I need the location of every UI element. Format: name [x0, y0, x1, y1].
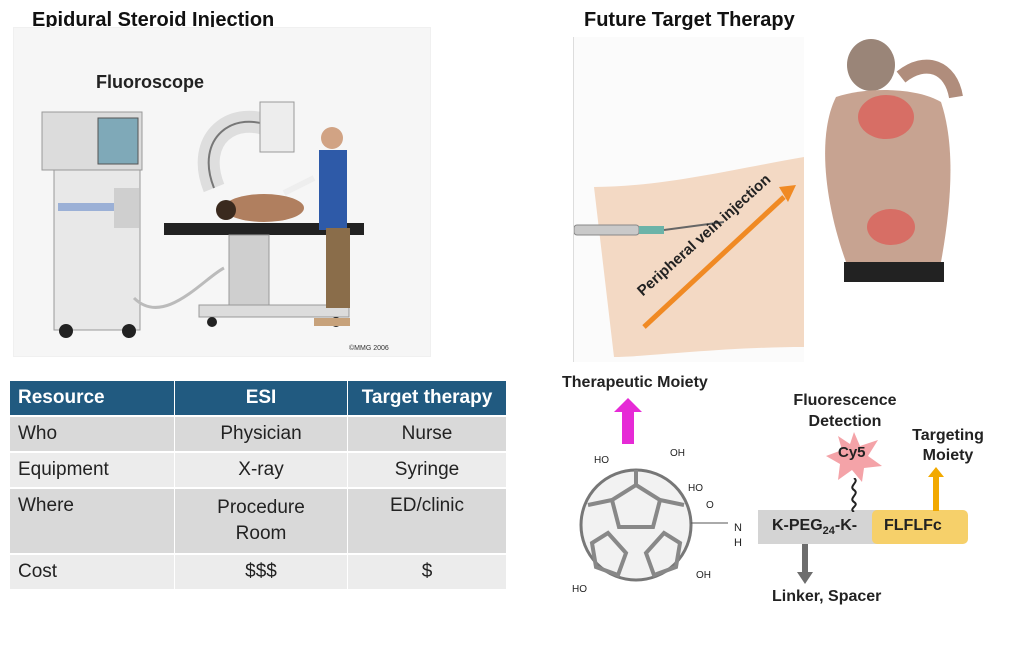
peg-linker-box: K-PEG24-K-	[758, 510, 882, 544]
fullerene-drawing	[579, 468, 728, 582]
o-label: O	[706, 500, 714, 511]
back-pain-illustration	[806, 37, 966, 282]
cy5-label: Cy5	[838, 444, 866, 461]
table-cell: Where	[10, 487, 175, 554]
table-cell: Nurse	[347, 415, 507, 452]
ho-label: HO	[594, 455, 609, 466]
oh-label-2: OH	[696, 570, 711, 581]
fluoroscope-label: Fluoroscope	[96, 72, 205, 92]
table-cell: Syringe	[347, 451, 507, 488]
header-esi: ESI	[174, 381, 348, 416]
nh-h-label: H	[734, 537, 742, 549]
oh-label: OH	[670, 448, 685, 459]
fluoroscope-drawing	[41, 101, 364, 338]
header-resource: Resource	[10, 381, 175, 416]
injection-panel: Peripheral vein injection	[573, 37, 804, 362]
header-target-therapy: Target therapy	[347, 381, 507, 416]
future-therapy-title: Future Target Therapy	[584, 9, 795, 31]
copyright-text: ©MMG 2006	[349, 345, 389, 352]
table-cell: Who	[10, 415, 175, 452]
flflfc-label: FLFLFc	[884, 517, 942, 534]
table-cell: ED/clinic	[347, 487, 507, 554]
table-header-row: Resource ESI Target therapy	[10, 381, 507, 416]
ho-label-3: HO	[572, 584, 587, 595]
peg-subscript: 24	[822, 525, 835, 538]
table-row: Who Physician Nurse	[10, 415, 507, 452]
arm-injection-drawing	[574, 157, 804, 357]
procedure-room-text: Procedure Room	[217, 497, 305, 544]
peg-prefix: K-PEG	[772, 517, 823, 534]
table-row: Where Procedure Room ED/clinic	[10, 487, 507, 554]
esi-title: Epidural Steroid Injection	[32, 9, 275, 31]
ho-label-2: HO	[688, 483, 703, 494]
targeting-moiety-label: Targeting Moiety	[912, 427, 984, 464]
table-cell: Equipment	[10, 451, 175, 488]
table-cell: Physician	[174, 415, 348, 452]
table-row: Equipment X-ray Syringe	[10, 451, 507, 488]
targeting-arrow-icon	[928, 467, 944, 511]
table-cell: Cost	[10, 553, 175, 589]
table-cell: Procedure Room	[174, 487, 348, 554]
peg-label: K-PEG24-K-	[772, 517, 857, 537]
back-pain-drawing	[825, 39, 963, 282]
resource-table: Resource ESI Target therapy Who Physicia…	[10, 381, 507, 589]
fluoroscope-illustration: Fluoroscope ©MMG 2006	[13, 27, 431, 357]
therapeutic-arrow-icon	[614, 398, 642, 444]
targeting-peptide-box: FLFLFc	[872, 510, 968, 544]
table-row: Cost $$$ $	[10, 553, 507, 589]
fluorescence-label: Fluorescence Detection	[793, 392, 897, 430]
linker-spacer-label: Linker, Spacer	[772, 588, 882, 605]
therapeutic-moiety-label: Therapeutic Moiety	[562, 374, 708, 391]
table-cell: $$$	[174, 553, 348, 589]
table-cell: $	[347, 553, 507, 589]
peg-suffix: -K-	[834, 517, 858, 534]
linker-arrow-icon	[797, 544, 813, 584]
nh-n-label: N	[734, 522, 742, 534]
cy5-star-icon	[826, 432, 882, 482]
squiggle-linker-icon	[851, 478, 857, 512]
table-cell: X-ray	[174, 451, 348, 488]
